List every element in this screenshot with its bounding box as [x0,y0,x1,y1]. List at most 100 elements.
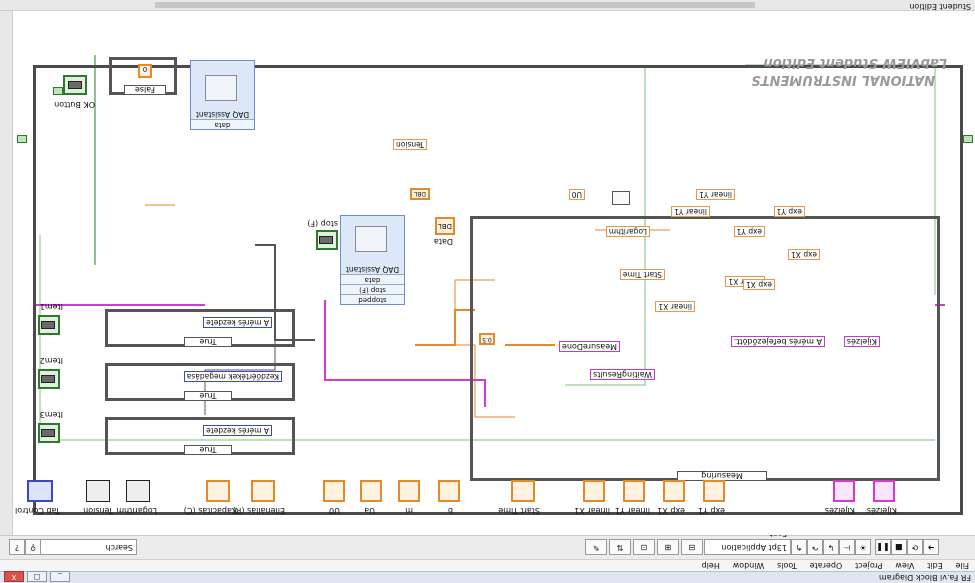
palette-label-display-1: Kijelzés [866,506,897,515]
exp-x1-indicator[interactable] [663,480,685,502]
horizontal-scrollbar[interactable] [0,0,975,11]
linear-x1-indicator[interactable] [583,480,605,502]
palette-label-start-time: Start Time [498,506,540,515]
daq1-data: data [191,119,254,129]
help-icon[interactable]: ? [9,539,25,555]
m-control[interactable] [398,480,420,502]
daq1-title: DAQ Assistant [195,110,250,119]
case-structure-3[interactable]: True A mérés kezdete [105,309,295,347]
menu-view[interactable]: View [895,561,915,570]
loop-condition-terminal-left [963,135,973,143]
pause-icon[interactable]: ❚❚ [875,539,891,555]
run-arrow-icon[interactable]: ➜ [923,539,939,555]
measure-done-local: MeasureDone [558,341,620,352]
linear-y1-local: linear Y1 [696,189,735,200]
data-indicator: DBL [435,217,455,235]
palette-label-ua: Ua [364,506,375,515]
case-selector-true-1[interactable]: True [184,445,232,455]
loop-condition-terminal-right [17,135,27,143]
capacitance-control[interactable] [206,480,230,502]
block-diagram-canvas[interactable]: Measuring True A mérés kezdete True Kezd… [13,11,975,535]
item1-label: Item1 [39,302,63,311]
wire-pink-2 [324,300,486,407]
ok-button-control[interactable] [63,75,87,95]
retain-wire-values-icon[interactable]: ⊢ [839,539,855,555]
case-selector-true-3[interactable]: True [184,337,232,347]
case-structure-measuring[interactable]: Measuring [470,216,940,481]
menu-file[interactable]: File [955,561,969,570]
tension-graph[interactable] [86,480,110,502]
palette-label-tension: Tension [83,506,113,515]
item3-button[interactable] [38,423,60,443]
daq2-title: DAQ Assistant [345,265,400,274]
step-into-icon[interactable]: ↳ [823,539,839,555]
point-five-constant[interactable]: 0.5 [479,333,495,345]
math-function-node[interactable] [612,191,630,205]
case-msg-2: Kezdőértékek megadása [183,371,282,382]
display-indicator-2[interactable] [833,480,855,502]
palette-label-exp-y1: exp Y1 [697,506,725,515]
search-input[interactable]: Search [40,539,137,555]
case-structure-1[interactable]: True A mérés kezdete [105,417,295,455]
align-objects-icon[interactable]: ⊟ [681,539,703,555]
stop-button[interactable] [316,230,338,250]
vertical-scrollbar[interactable] [0,11,13,535]
hscroll-thumb[interactable] [155,2,755,8]
exp-x1-local-2: exp X1 [743,279,775,290]
dbl-convert: DBL [410,188,430,200]
cleanup-diagram-icon[interactable]: ✎ [585,539,607,555]
step-out-icon[interactable]: ↰ [791,539,807,555]
close-button[interactable]: X [4,571,24,582]
maximize-button[interactable]: □ [27,571,47,582]
daq-assistant-2[interactable]: stopped stop (F) data DAQ Assistant [340,215,405,305]
abort-icon[interactable]: ■ [891,539,907,555]
ua-control[interactable] [360,480,382,502]
case-selector-true-2[interactable]: True [184,391,232,401]
menu-operate[interactable]: Operate [809,561,843,570]
case-selector-false[interactable]: False [124,85,166,95]
tab-control-terminal[interactable] [27,480,53,502]
menu-tools[interactable]: Tools [777,561,797,570]
display-indicator-1[interactable] [873,480,895,502]
reorder-icon[interactable]: ⇅ [609,539,631,555]
resize-objects-icon[interactable]: ⊡ [633,539,655,555]
minimize-button[interactable]: _ [50,571,70,582]
wire-dbl-1 [255,244,315,341]
menu-edit[interactable]: Edit [927,561,943,570]
linear-y1-indicator[interactable] [623,480,645,502]
menu-project[interactable]: Project [855,561,883,570]
item1-button[interactable] [38,315,60,335]
case-structure-2[interactable]: True Kezdőértékek megadása [105,363,295,401]
font-select[interactable]: 13pt Application Font [704,529,791,555]
linear-x1-local-2: linear X1 [655,301,695,312]
data-label: Data [433,237,453,246]
start-time-indicator[interactable] [511,480,535,502]
menu-window[interactable]: Window [732,561,765,570]
resistance-control[interactable] [251,480,275,502]
daq-graph-icon-1 [205,75,237,101]
search-icon[interactable]: ⚲ [25,539,41,555]
zero-constant[interactable]: 0 [138,64,152,78]
distribute-objects-icon[interactable]: ⊞ [657,539,679,555]
highlight-execution-icon[interactable]: ☀ [855,539,871,555]
item2-button[interactable] [38,369,60,389]
logarithm-graph[interactable] [126,480,150,502]
b-control[interactable] [438,480,460,502]
palette-label-u0: U0 [329,506,340,515]
step-over-icon[interactable]: ↷ [807,539,823,555]
daq2-stop: stop (F) [341,284,404,294]
u0-control[interactable] [323,480,345,502]
run-continuous-icon[interactable]: ⟳ [907,539,923,555]
exp-y1-local-2: exp Y1 [733,226,765,237]
daq2-data: data [341,274,404,284]
menu-help[interactable]: Help [701,561,720,570]
title-bar: FR Fa.vi Block Diagram _ □ X [0,571,975,583]
palette-label-linear-x1: linear X1 [574,506,610,515]
watermark-line2: NATIONAL INSTRUMENTS [751,72,935,87]
daq-assistant-1[interactable]: data DAQ Assistant [190,60,255,130]
end-message-const: A mérés befejeződött. [730,336,825,347]
exp-y1-indicator[interactable] [703,480,725,502]
ok-button-label: OK Button [54,100,95,109]
case-structure-false[interactable]: False 0 [109,57,177,95]
loop-iteration-terminal [53,87,63,95]
